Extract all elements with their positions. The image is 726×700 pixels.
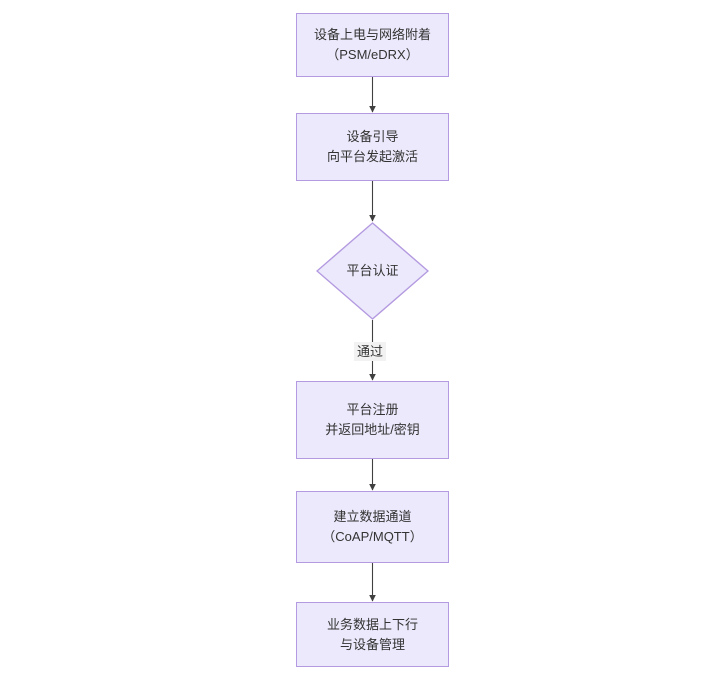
node-data-channel-line2: （CoAP/MQTT） <box>322 529 423 544</box>
node-data-channel[interactable]: 建立数据通道 （CoAP/MQTT） <box>296 491 449 563</box>
node-service-data-line1: 业务数据上下行 <box>326 616 418 632</box>
node-platform-auth-label: 平台认证 <box>346 263 399 278</box>
diamond-shape <box>316 222 429 320</box>
node-power-on-line2: （PSM/eDRX） <box>326 47 419 62</box>
node-platform-register-line2: 并返回地址/密钥 <box>325 422 420 437</box>
edge-label-pass: 通过 <box>354 342 387 361</box>
node-bootstrap-line2: 向平台发起激活 <box>326 149 418 164</box>
node-platform-register-line1: 平台注册 <box>346 402 399 417</box>
node-data-channel-line1: 建立数据通道 <box>333 509 412 524</box>
node-bootstrap[interactable]: 设备引导 向平台发起激活 <box>296 113 449 181</box>
node-power-on-line1: 设备上电与网络附着 <box>313 27 431 42</box>
node-platform-auth[interactable]: 平台认证 <box>316 222 429 320</box>
node-service-data[interactable]: 业务数据上下行 与设备管理 <box>296 602 449 667</box>
edge-label-pass-text: 通过 <box>357 344 384 359</box>
node-service-data-line2: 与设备管理 <box>339 636 405 652</box>
node-power-on[interactable]: 设备上电与网络附着 （PSM/eDRX） <box>296 13 449 77</box>
node-bootstrap-line1: 设备引导 <box>346 129 399 144</box>
node-platform-register[interactable]: 平台注册 并返回地址/密钥 <box>296 381 449 459</box>
